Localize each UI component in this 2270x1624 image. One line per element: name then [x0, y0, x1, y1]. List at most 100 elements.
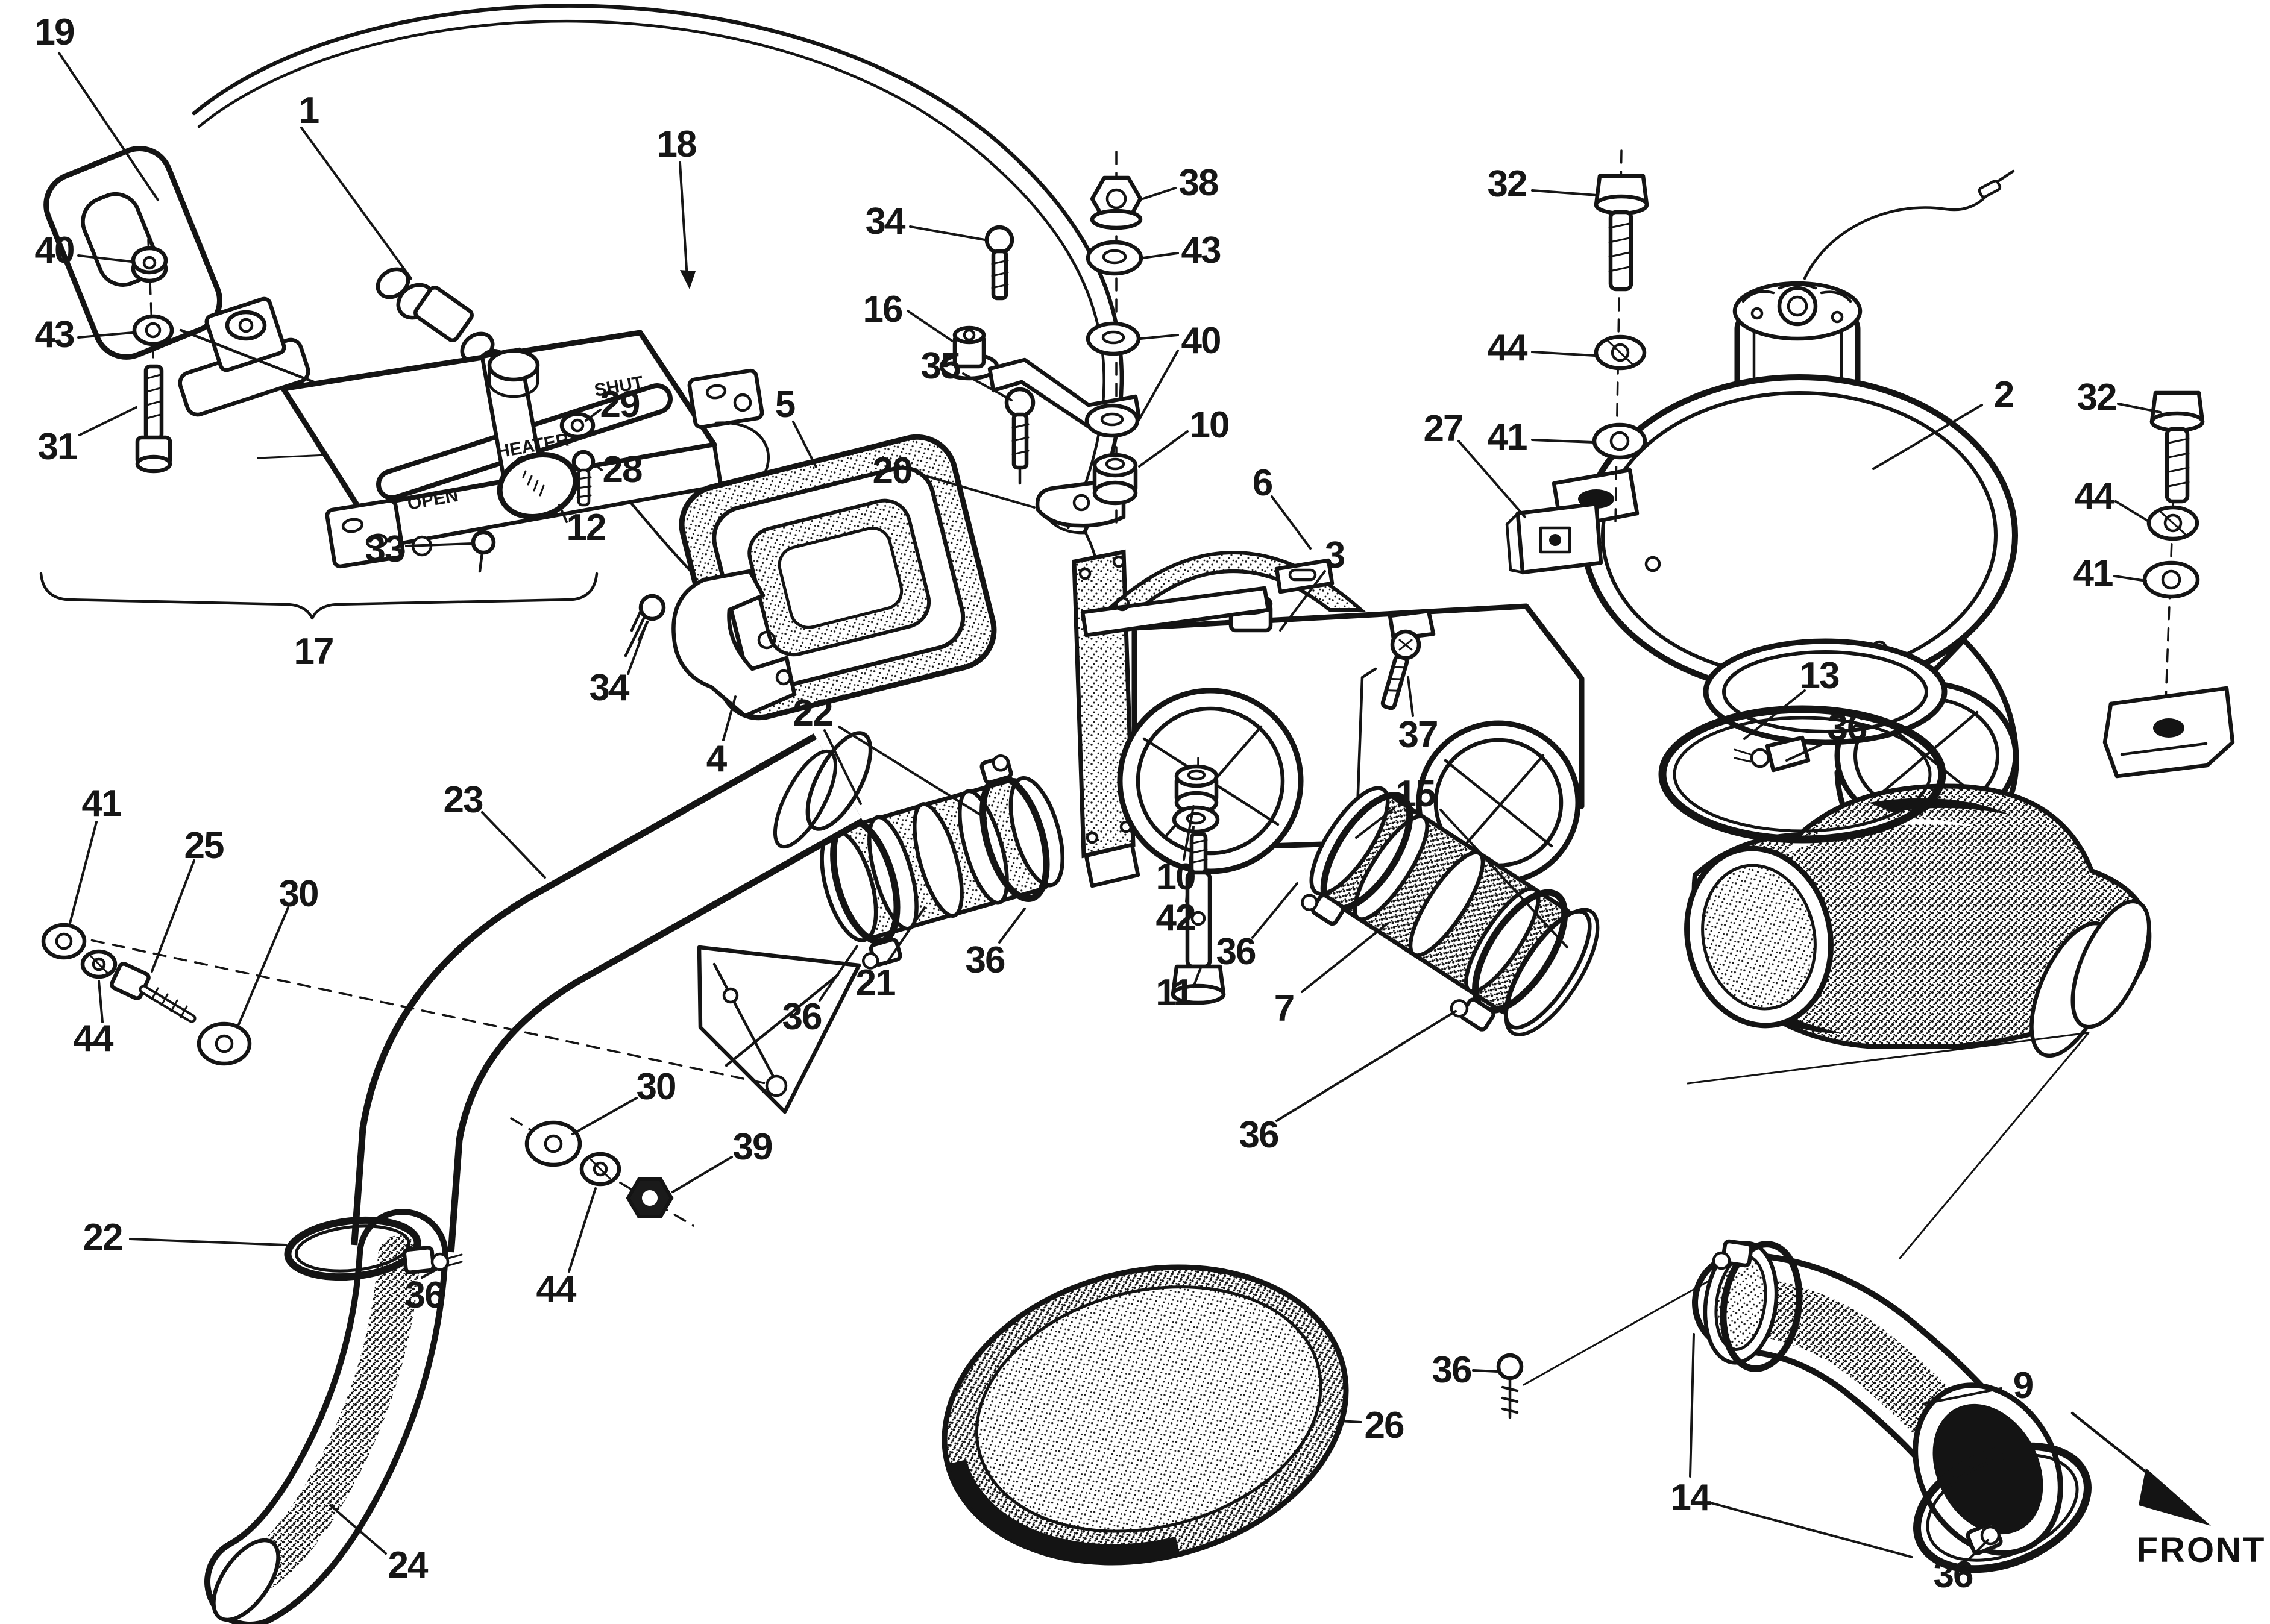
callout-30-51: 30 [571, 1066, 676, 1135]
part-number-37: 37 [1398, 714, 1438, 756]
leader-line-18 [679, 161, 688, 280]
part-number-10: 10 [1190, 404, 1229, 446]
part-number-27: 27 [1424, 408, 1463, 450]
part-number-40: 40 [1181, 320, 1221, 362]
bolt-stack-right [2142, 390, 2205, 718]
callout-39-52: 39 [671, 1126, 773, 1193]
leader-line-34 [627, 623, 647, 675]
leader-line-34 [909, 225, 986, 241]
leader-line-37 [1407, 676, 1414, 717]
callout-34-11: 34 [866, 201, 986, 242]
callout-35-13: 35 [921, 345, 1013, 401]
callout-44-50: 44 [74, 980, 115, 1059]
part-number-21: 21 [856, 962, 895, 1004]
callout-44-53: 44 [536, 1187, 597, 1310]
part-number-38: 38 [1179, 162, 1218, 204]
part-number-32: 32 [2077, 377, 2116, 418]
part-number-30: 30 [637, 1066, 676, 1108]
part-number-32: 32 [1488, 163, 1527, 205]
part-number-36: 36 [1432, 1349, 1471, 1391]
part-callouts: 1914043312928331217183416355203443843401… [35, 11, 2162, 1596]
leader-line-23 [481, 811, 546, 879]
leader-line-16 [907, 310, 954, 342]
fastener-stack-left [131, 239, 174, 474]
part-number-44: 44 [74, 1018, 114, 1059]
leader-line-36 [1472, 1369, 1498, 1373]
part-number-16: 16 [863, 289, 902, 330]
part-number-13: 13 [1800, 655, 1839, 697]
screw-35 [1004, 387, 1036, 485]
leader-line-2 [1872, 404, 1983, 470]
callout-7-40: 7 [1274, 923, 1388, 1029]
callout-36-55: 36 [405, 1268, 445, 1316]
pointer-lines-8 [1687, 1032, 2090, 1259]
callout-44-27: 44 [1488, 327, 1596, 369]
leader-line-19 [58, 52, 159, 201]
callout-6-22: 6 [1253, 462, 1312, 550]
callout-21-43: 21 [856, 906, 926, 1004]
grommet-plate-5 [679, 434, 997, 721]
part-number-14: 14 [1671, 1477, 1711, 1519]
part-number-41: 41 [1488, 416, 1527, 458]
part-number-44: 44 [536, 1268, 577, 1310]
leader-line-36 [1967, 1539, 1989, 1561]
callout-41-28: 41 [1488, 416, 1595, 458]
motor-wire [1803, 169, 2015, 280]
part-number-35: 35 [921, 345, 960, 387]
leader-line-36 [1275, 1010, 1457, 1122]
callout-10-21: 10 [1138, 404, 1230, 468]
leader-line-9 [1922, 1387, 2002, 1405]
defroster-hose-21 [820, 754, 1064, 970]
leader-line-26 [1338, 1420, 1362, 1423]
callout-14-60: 14 [1671, 1333, 1913, 1558]
leader-line-36 [998, 908, 1026, 944]
part-number-15: 15 [1396, 773, 1435, 815]
leader-line-30 [571, 1097, 638, 1135]
pivot-bolt-set [41, 923, 773, 1086]
callout-34-16: 34 [590, 623, 647, 709]
part-number-22: 22 [793, 692, 832, 734]
callout-28-6: 28 [594, 449, 643, 491]
part-number-29: 29 [600, 384, 640, 425]
part-number-4: 4 [706, 738, 728, 780]
callout-41-47: 41 [69, 783, 122, 924]
screw-34b [984, 225, 1014, 301]
leader-line-25 [151, 859, 195, 973]
part-number-23: 23 [444, 779, 483, 821]
callout-31-4: 31 [38, 406, 137, 468]
illustration: FRONT OPEN HEATER SHUT [39, 4, 2266, 1624]
damper-knob-12 [497, 451, 579, 520]
part-number-18: 18 [657, 124, 696, 165]
leader-line-44 [1531, 351, 1596, 357]
outlet-hose-9 [1692, 1239, 2092, 1573]
callout-43-19: 43 [1142, 230, 1222, 271]
part-number-31: 31 [38, 426, 77, 468]
part-number-20: 20 [873, 450, 912, 492]
part-number-24: 24 [388, 1544, 429, 1586]
callout-25-48: 25 [151, 825, 225, 973]
leader-line-1 [300, 127, 412, 280]
front-label: FRONT [2137, 1531, 2266, 1570]
leader-line-21 [885, 906, 926, 965]
intake-snorkel-24 [204, 1209, 448, 1624]
leader-line-7 [1301, 923, 1388, 993]
callout-36-58: 36 [1432, 1349, 1498, 1391]
leader-line-38 [1142, 187, 1177, 200]
part-number-26: 26 [1365, 1405, 1404, 1446]
screw-33 [471, 530, 496, 573]
part-number-36: 36 [1239, 1114, 1278, 1156]
clamp-13 [1658, 705, 1946, 844]
part-number-22: 22 [83, 1217, 122, 1258]
part-number-33: 33 [365, 528, 404, 570]
callout-4-17: 4 [706, 695, 737, 780]
part-number-3: 3 [1325, 535, 1345, 576]
part-number-30: 30 [279, 873, 318, 915]
lower-mount-fasteners [1171, 757, 1226, 1005]
callout-40-2: 40 [35, 230, 133, 271]
leader-line-15 [1355, 807, 1395, 839]
air-elbow-8 [1684, 783, 2152, 1058]
leader-line-14 [1709, 1502, 1913, 1558]
leader-line-43 [1142, 252, 1179, 259]
leader-line-10 [1138, 430, 1189, 468]
